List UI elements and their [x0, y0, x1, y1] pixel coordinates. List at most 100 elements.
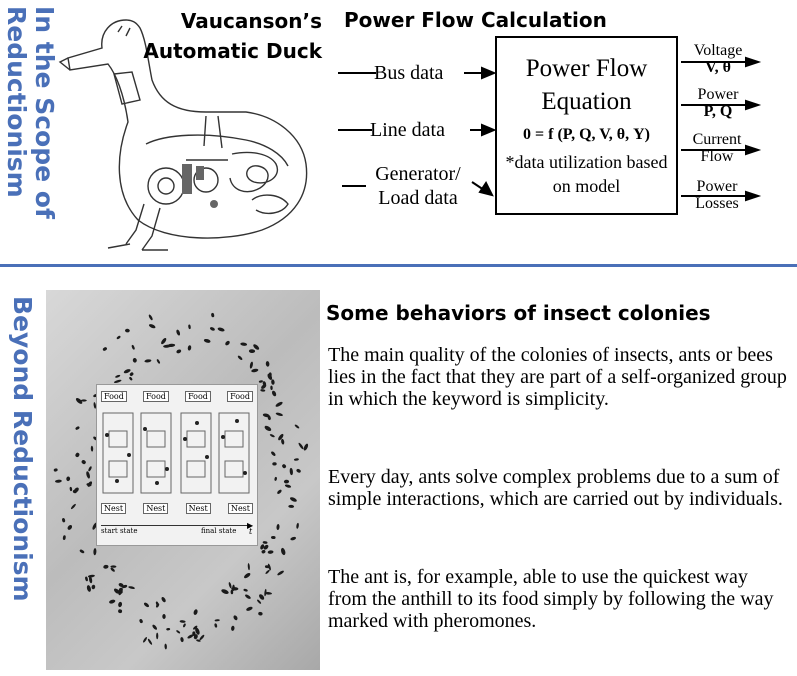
ant-mark — [86, 585, 91, 592]
ant-mark — [62, 535, 66, 540]
ant-mark — [121, 584, 128, 589]
ant-mark — [258, 380, 263, 383]
inset-food-row: Food Food Food Food — [101, 391, 253, 402]
ant-mark — [118, 609, 123, 614]
output-current-flow: Current Flow — [692, 131, 742, 165]
ant-mark — [79, 549, 85, 554]
diagram-arrows — [338, 56, 762, 202]
ant-mark — [296, 522, 299, 529]
ant-mark — [195, 627, 200, 635]
insect-heading: Some behaviors of insect colonies — [326, 301, 711, 325]
ant-mark — [228, 582, 232, 589]
duck-title: Vaucanson’s Automatic Duck — [143, 9, 322, 63]
inset-start-label: start state — [101, 527, 138, 535]
ant-mark — [129, 372, 134, 376]
ant-mark — [231, 587, 239, 591]
ant-mark — [70, 503, 76, 510]
insect-paragraph-1: The main quality of the colonies of inse… — [328, 344, 787, 410]
ant-mark — [180, 637, 184, 643]
output-voltage-label: Voltage — [693, 42, 743, 59]
ant-mark — [281, 547, 286, 556]
ant-mark — [80, 399, 87, 402]
ant-mark — [284, 484, 292, 488]
ant-mark — [230, 589, 234, 595]
ant-mark — [109, 599, 116, 604]
ant-mark — [267, 563, 271, 571]
ant-mark — [267, 373, 273, 380]
ant-mark — [88, 576, 93, 584]
ant-mark — [217, 327, 225, 332]
ant-mark — [81, 460, 86, 465]
section-label-top-line1: In the Scope of — [30, 6, 59, 219]
ant-mark — [265, 361, 270, 367]
ant-mark — [176, 349, 182, 354]
diagram-title: Power Flow Calculation — [344, 8, 607, 32]
ant-mark — [156, 632, 159, 640]
ant-mark — [211, 312, 215, 318]
section-divider — [0, 264, 797, 267]
ant-mark — [162, 614, 166, 619]
insect-paragraph-3: The ant is, for example, able to use the… — [328, 566, 774, 632]
ant-mark — [257, 599, 262, 604]
ant-mark — [288, 504, 295, 508]
output-voltage-sub: V, θ — [705, 59, 731, 76]
ant-mark — [214, 619, 220, 622]
ant-mark — [246, 606, 253, 611]
ant-mark — [148, 324, 156, 329]
ant-mark — [115, 374, 121, 378]
ant-mark — [225, 340, 230, 346]
ant-mark — [147, 638, 153, 645]
ant-mark — [113, 588, 120, 594]
output-power-losses: Power Losses — [695, 178, 739, 212]
ant-mark — [209, 327, 215, 331]
ant-mark — [253, 344, 260, 350]
inset-nest-label: Nest — [185, 503, 211, 514]
inset-nest-row: Nest Nest Nest Nest — [101, 503, 253, 514]
ant-mark — [118, 583, 124, 587]
inset-nest-label: Nest — [227, 503, 253, 514]
ant-mark — [249, 361, 253, 369]
ant-mark — [156, 603, 160, 608]
ant-mark — [131, 344, 135, 350]
ant-mark — [62, 518, 66, 523]
ant-mark — [110, 565, 117, 568]
ant-mark — [303, 443, 309, 451]
ant-mark — [272, 462, 277, 466]
ant-mark — [245, 594, 251, 599]
ant-mark — [143, 637, 147, 643]
ant-mark — [203, 338, 211, 343]
ant-mark — [92, 522, 97, 530]
ant-mark — [283, 479, 290, 484]
section-label-bottom: Beyond Reductionism — [8, 296, 37, 602]
ant-mark — [271, 451, 276, 456]
ant-mark — [275, 412, 283, 416]
ant-mark — [221, 589, 229, 594]
ant-mark — [86, 471, 90, 479]
ant-mark — [118, 601, 123, 608]
ant-mark — [289, 497, 297, 502]
ant-mark — [193, 634, 198, 640]
inset-bridges — [102, 412, 250, 494]
ant-mark — [152, 624, 158, 630]
ant-mark — [278, 433, 284, 441]
ant-mark — [118, 587, 123, 596]
ant-mark — [261, 549, 266, 554]
section-label-top: In the Scope of Reductionism — [2, 6, 59, 258]
ant-mark — [90, 445, 94, 452]
ant-mark — [275, 401, 283, 407]
ant-mark — [85, 576, 88, 582]
power-flow-box: Power Flow Equation 0 = f (P, Q, V, θ, Y… — [495, 36, 678, 215]
ant-mark — [156, 359, 160, 364]
ant-mark — [196, 639, 201, 642]
inset-final-label: final state — [201, 527, 237, 535]
inset-food-label: Food — [143, 391, 169, 402]
output-voltage: Voltage V, θ — [680, 42, 756, 76]
ant-mark — [187, 634, 194, 639]
ant-mark — [67, 524, 73, 530]
ant-mark — [74, 487, 79, 493]
ant-mark — [113, 379, 122, 384]
ant-mark — [294, 424, 300, 429]
ant-mark — [271, 390, 277, 397]
ant-mark — [116, 335, 121, 340]
box-note: *data utilization based on model — [505, 152, 668, 196]
